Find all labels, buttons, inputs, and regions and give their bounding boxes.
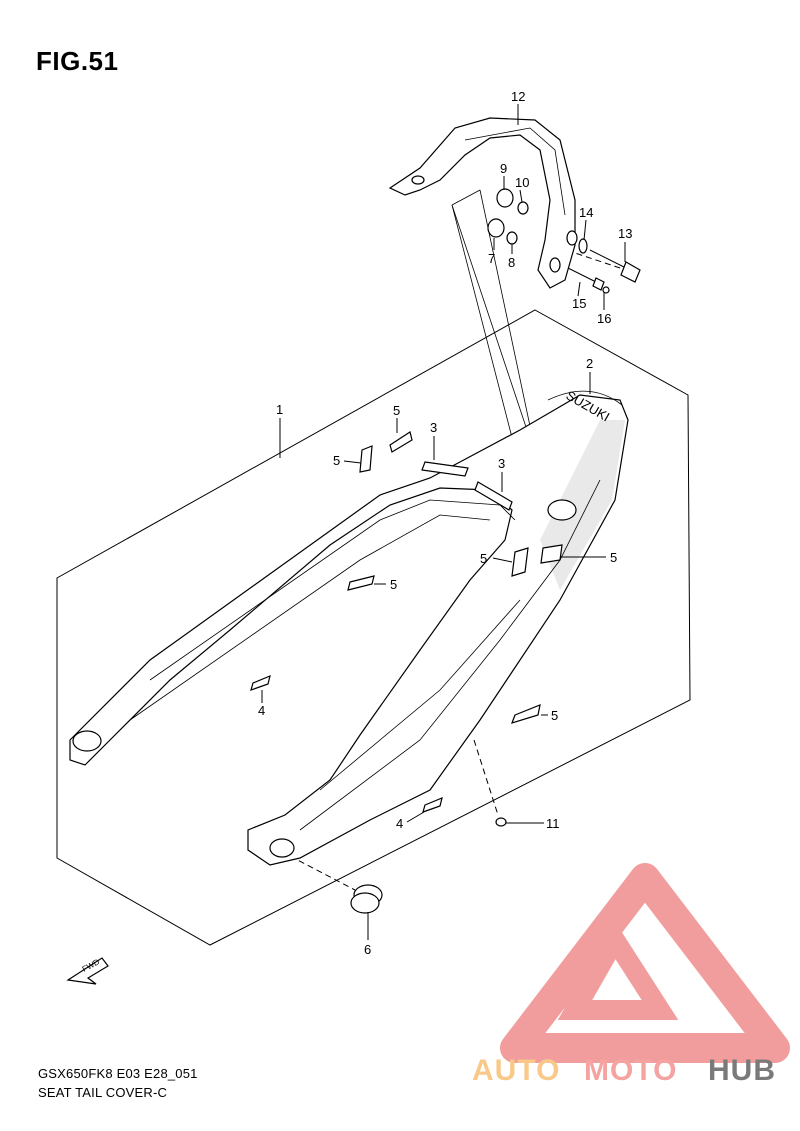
callout-12: 12	[511, 89, 525, 104]
callout-13: 13	[618, 226, 632, 241]
callout-11: 11	[546, 816, 560, 831]
callout-7: 7	[488, 251, 495, 266]
watermark-hub: HUB	[708, 1054, 776, 1087]
callout-9: 9	[500, 161, 507, 176]
nut-16	[602, 286, 610, 294]
callout-5a: 5	[393, 403, 400, 418]
arrow-left-down-icon	[66, 957, 109, 985]
callout-10: 10	[515, 175, 529, 190]
figure-title: FIG.51	[36, 46, 119, 76]
cushion-6	[350, 884, 383, 914]
callout-5b: 5	[333, 453, 340, 468]
model-code: GSX650FK8 E03 E28_051	[38, 1066, 198, 1081]
washer-14	[578, 238, 588, 254]
callout-4a: 4	[258, 703, 265, 718]
fwd-marker: FWD	[66, 957, 109, 985]
watermark-logo-icon	[500, 863, 790, 1063]
callout-5c: 5	[390, 577, 397, 592]
leader-lines	[261, 104, 626, 940]
washer-10	[517, 201, 529, 215]
callout-5e: 5	[610, 550, 617, 565]
seat-tail-cover-part: SUZUKI	[69, 388, 629, 866]
section-name: SEAT TAIL COVER-C	[38, 1085, 168, 1100]
callout-14: 14	[579, 205, 593, 220]
fastener-11	[495, 817, 507, 827]
assembly-group-outline	[56, 309, 691, 946]
callout-15: 15	[572, 296, 586, 311]
watermark-moto: MOTO	[584, 1054, 677, 1087]
callout-1: 1	[276, 402, 283, 417]
hardware-parts	[350, 188, 641, 914]
callout-labels: 1 2 3 3 4 4 5 5 5 5 5 5 6 7 8 9 10 11 12…	[258, 89, 632, 957]
grip-handle-part	[388, 117, 578, 289]
callout-2: 2	[586, 356, 593, 371]
cushion-9	[496, 188, 514, 208]
callout-5d: 5	[480, 551, 487, 566]
spacer-8	[506, 231, 518, 245]
callout-16: 16	[597, 311, 611, 326]
callout-6: 6	[364, 942, 371, 957]
callout-5f: 5	[551, 708, 558, 723]
callout-3a: 3	[430, 420, 437, 435]
bolt-13	[589, 249, 641, 283]
bolt-15	[567, 267, 605, 291]
watermark-text: AUTO MOTO HUB	[472, 1054, 776, 1087]
callout-8: 8	[508, 255, 515, 270]
watermark-auto: AUTO	[472, 1054, 560, 1087]
callout-4b: 4	[396, 816, 403, 831]
cushion-7	[487, 218, 505, 238]
callout-3b: 3	[498, 456, 505, 471]
tape-pieces	[250, 431, 563, 813]
